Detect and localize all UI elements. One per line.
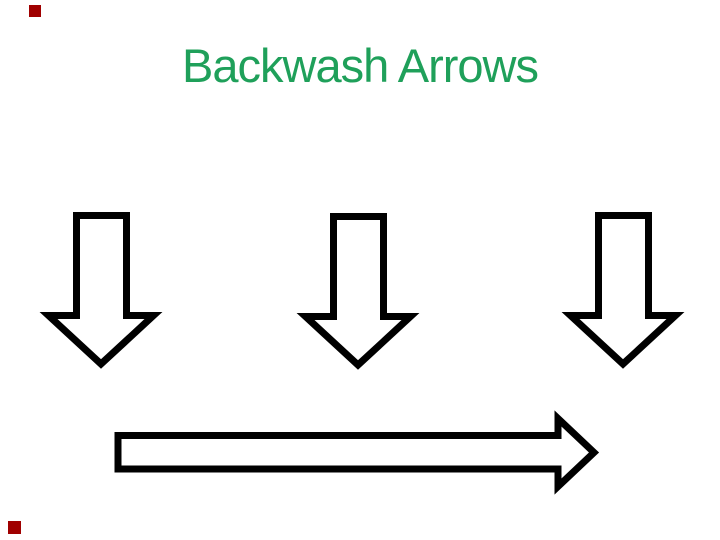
corner-marker-bottom-left: [8, 521, 21, 534]
down-arrow-shape: [39, 212, 163, 369]
down-block-arrow-left-icon: [39, 212, 163, 369]
down-arrow-shape: [561, 212, 685, 369]
down-block-arrow-center-icon: [296, 213, 420, 370]
down-arrow-shape: [296, 213, 420, 370]
corner-marker-top-left: [29, 5, 41, 17]
down-block-arrow-right-icon: [561, 212, 685, 369]
right-block-arrow-icon: [114, 410, 600, 495]
right-arrow-shape: [114, 410, 600, 495]
slide-title: Backwash Arrows: [182, 39, 539, 92]
